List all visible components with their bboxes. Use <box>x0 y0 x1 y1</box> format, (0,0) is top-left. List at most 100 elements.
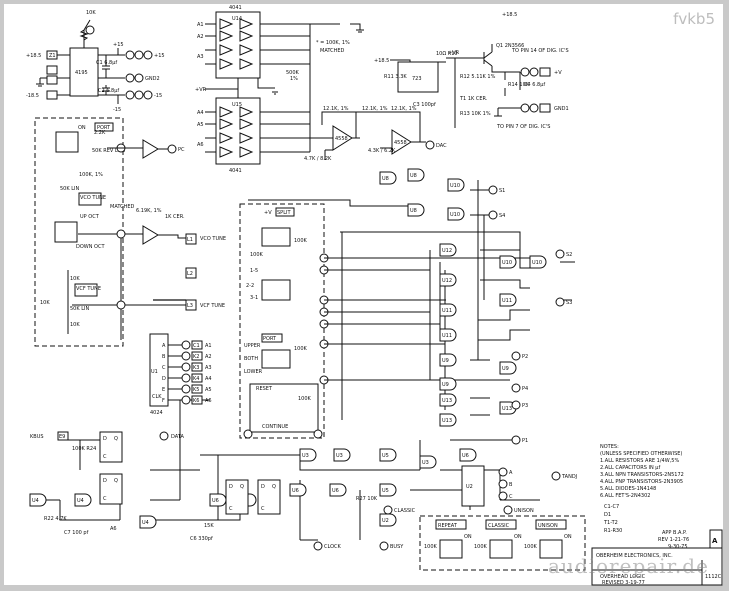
vref-supply: +18.5 <box>374 58 389 64</box>
counter-box-pin <box>191 373 203 383</box>
buffer-gate <box>239 146 254 158</box>
output-pin-p2 <box>511 351 521 361</box>
counter-pin-letter: C <box>162 365 166 371</box>
logic-gate <box>439 413 457 427</box>
opamp-4558-1 <box>332 125 353 151</box>
output-label: S2 <box>566 252 572 258</box>
vco-res-label: 100K, 1% <box>79 172 103 178</box>
gate-label: U11 <box>502 298 512 304</box>
vcf-res-bottom: 10K <box>70 322 80 328</box>
switch-label: CLASSIC <box>488 523 510 529</box>
busy-label: BUSY <box>390 544 404 550</box>
input-plus-18-5: +18.5 <box>26 53 41 59</box>
switch-label: REPEAT <box>438 523 458 529</box>
counter-pin-letter: A <box>162 343 166 349</box>
watermark: fvkb5 <box>673 10 715 28</box>
reset-label: RESET <box>256 386 273 392</box>
switch-label-box <box>435 519 467 530</box>
cap-c2-label: C2 6.8µf <box>98 88 119 94</box>
output-pin-c <box>498 491 508 501</box>
switch-on: ON <box>514 534 522 540</box>
logic-gate <box>333 448 351 462</box>
opamp2-label: 4558 <box>394 140 407 146</box>
buffer-gate <box>239 118 254 130</box>
vcf-output-label: VCF TUNE <box>200 303 225 309</box>
left-control-panel: PORT ON 50K REV LOG 2.2K PC VCO TUNE 50K… <box>34 117 226 347</box>
switch-label-box <box>485 519 517 530</box>
output-pin-s3 <box>555 297 565 307</box>
output-label: P1 <box>522 438 528 444</box>
gate-label: U5 <box>382 488 389 494</box>
revised-date: REVISED 3-19-77 <box>602 580 645 586</box>
output-plus-15: +15 <box>154 53 165 59</box>
logic-gate <box>447 178 465 192</box>
logic-gate <box>499 255 517 269</box>
r19-label: 12.1K, 1% <box>391 106 417 112</box>
cap-c1-label: C1 6.8µf <box>96 60 117 66</box>
switch-body[interactable] <box>489 539 513 559</box>
note-line: 4.ALL PNP TRANSISTORS-2N3905 <box>600 479 683 485</box>
gate-label: U3 <box>336 453 343 459</box>
port-on-label: ON <box>78 125 86 131</box>
counter-box-label: C1 <box>193 343 200 349</box>
switch-body[interactable] <box>539 539 563 559</box>
vref-section: 723 +18.5 R11 3.3K +VR 10Ω R10 R12 5.11K… <box>374 12 569 130</box>
output-pin-s1 <box>488 185 498 195</box>
r11-label: R11 3.3K <box>384 74 407 80</box>
switch-body[interactable] <box>439 539 463 559</box>
ff-pin-c: C <box>261 506 265 512</box>
gate-label: U2 <box>382 518 389 524</box>
counter-box-label: K3 <box>193 365 199 371</box>
gate-label: U12 <box>442 248 452 254</box>
counter-box-pin <box>191 395 203 405</box>
junction-node <box>313 429 323 439</box>
counter-output-label: A4 <box>205 376 212 382</box>
counter-pin-letter: D <box>162 376 166 382</box>
gate-label: U6 <box>462 453 469 459</box>
dac-note-line1: * = 100K, 1% <box>316 40 350 46</box>
u14-type: 4041 <box>229 5 242 11</box>
opamp-4558-2 <box>391 129 412 155</box>
ff-pin-q: Q <box>114 478 118 484</box>
opamp-741-vco <box>142 225 159 245</box>
split-label: SPLIT <box>277 210 291 216</box>
switch-res: 100K <box>424 544 438 550</box>
buffer-gate <box>239 30 254 42</box>
gate-label: U9 <box>502 366 509 372</box>
counter-ext-pin <box>181 362 191 372</box>
dac-note-line2: MATCHED <box>320 48 345 54</box>
logic-gate <box>419 455 437 469</box>
q1-label: Q1 2N3566 <box>496 43 524 49</box>
output-label: S4 <box>499 213 505 219</box>
note-range: D1 <box>604 512 611 518</box>
dac-section: 4041 4041 U14 U15 A1 A2 A3 A4 A5 A6 +VR … <box>195 5 447 174</box>
note-range: C1-C7 <box>604 504 619 510</box>
vcf-tune-label: VCF TUNE <box>76 286 101 292</box>
logic-gate <box>407 168 425 182</box>
drawing-title: OVERHEAD LOGIC <box>600 574 646 580</box>
rail-plus-15: +15 <box>113 42 124 48</box>
buffer-gate <box>219 132 234 144</box>
output-pin-p4 <box>511 383 521 393</box>
counter-pin-letter: B <box>162 354 166 360</box>
gate-label: U5 <box>382 453 389 459</box>
mode-switch-panel: SPLIT +V 100K 100K 1-5 2-2 3-1 PORT UPPE… <box>239 203 329 439</box>
counter-output-label: A1 <box>205 343 212 349</box>
logic-gate <box>459 448 477 462</box>
switch-label: UNISON <box>538 523 558 529</box>
vref-note-bottom: TO PIN 7 OF DIG. IC'S <box>496 124 550 130</box>
switch-res: 100K <box>474 544 488 550</box>
title-block: A OBERHEIM ELECTRONICS, INC. OVERHEAD LO… <box>591 529 723 586</box>
ff-pin-q: Q <box>114 436 118 442</box>
revision-letter: A <box>712 537 718 545</box>
buffer-gate <box>219 146 234 158</box>
clock-label: CLOCK <box>324 544 342 550</box>
vco-output-label: VCO TUNE <box>200 236 226 242</box>
counter-pin-letter: E <box>162 387 165 393</box>
gate-label: U8 <box>410 173 417 179</box>
vco-trim: 1K CER. <box>165 214 185 220</box>
output-label: S3 <box>566 300 572 306</box>
rail-minus-15: -15 <box>113 107 121 113</box>
